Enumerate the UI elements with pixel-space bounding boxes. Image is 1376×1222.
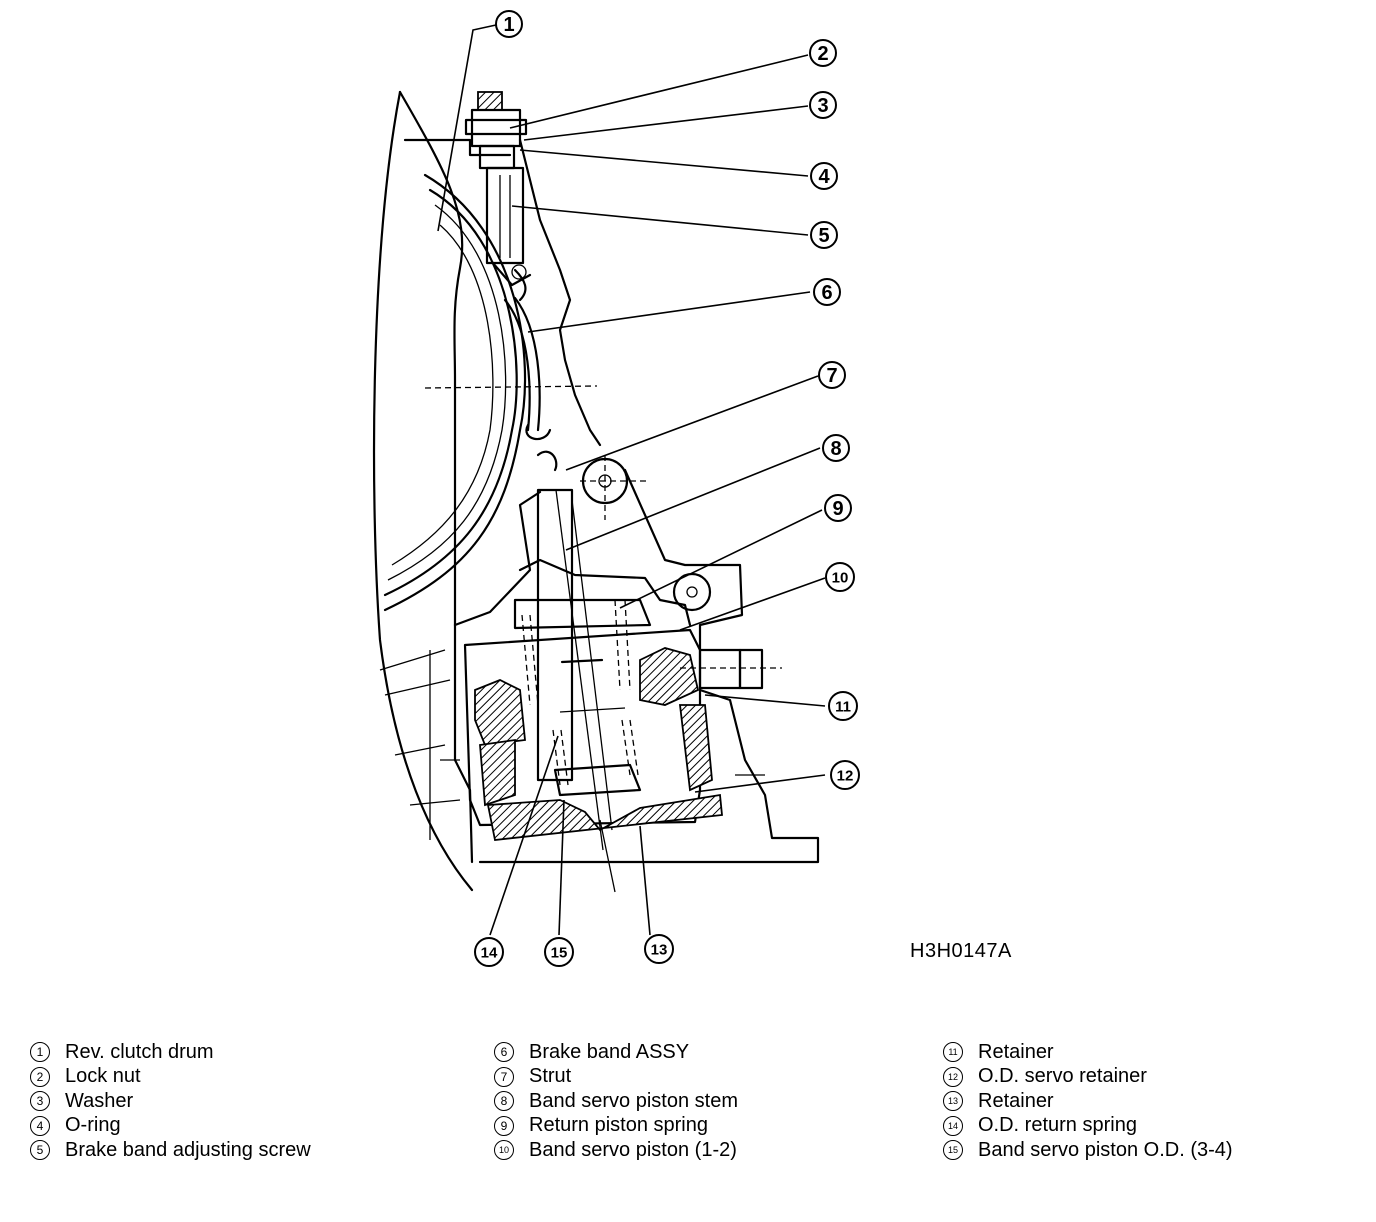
legend-number: 11 — [943, 1042, 963, 1063]
legend-number: 14 — [943, 1115, 963, 1136]
callout-8-number: 8 — [830, 438, 841, 460]
legend-label: Retainer — [978, 1040, 1054, 1063]
legend-item: 12 O.D. servo retainer — [943, 1065, 1233, 1090]
legend-item: 15 Band servo piston O.D. (3-4) — [943, 1138, 1233, 1163]
legend-item: 11 Retainer — [943, 1040, 1233, 1065]
springs — [521, 599, 639, 786]
legend-item: 1 Rev. clutch drum — [30, 1040, 311, 1065]
legend-number: 9 — [494, 1115, 514, 1136]
legend-item: 9 Return piston spring — [494, 1114, 738, 1139]
legend-number: 13 — [943, 1091, 963, 1112]
callout-6: 6 — [813, 278, 841, 306]
callout-11: 11 — [828, 691, 858, 721]
legend-item: 13 Retainer — [943, 1089, 1233, 1114]
legend-label: O.D. servo retainer — [978, 1065, 1147, 1088]
callout-7-number: 7 — [826, 365, 837, 387]
legend-number: 5 — [30, 1140, 50, 1161]
callout-1: 1 — [495, 10, 523, 38]
legend-item: 6 Brake band ASSY — [494, 1040, 738, 1065]
callout-2: 2 — [809, 39, 837, 67]
legend-label: Return piston spring — [529, 1114, 708, 1137]
callout-10: 10 — [825, 562, 855, 592]
legend-label: Band servo piston stem — [529, 1089, 738, 1112]
legend-label: Brake band adjusting screw — [65, 1138, 311, 1161]
piston-stem — [536, 488, 616, 893]
brake-band — [503, 268, 558, 472]
legend-number: 4 — [30, 1115, 50, 1136]
legend-number: 10 — [494, 1140, 514, 1161]
leader-lines — [437, 24, 826, 936]
legend-number: 7 — [494, 1066, 514, 1087]
legend-label: Strut — [529, 1065, 572, 1088]
callout-11-number: 11 — [835, 699, 851, 716]
callout-9: 9 — [824, 494, 852, 522]
legend-item: 4 O-ring — [30, 1114, 311, 1139]
legend-item: 10 Band servo piston (1-2) — [494, 1138, 738, 1163]
callout-3: 3 — [809, 91, 837, 119]
callout-4: 4 — [810, 162, 838, 190]
legend-label: Rev. clutch drum — [65, 1040, 214, 1063]
band-servo-cross-section-diagram: 1 2 3 4 5 6 7 8 9 10 11 12 — [372, 10, 860, 967]
legend-label: Lock nut — [65, 1065, 141, 1088]
legend-number: 6 — [494, 1042, 514, 1063]
retainer-bolt — [680, 648, 782, 776]
callout-8: 8 — [822, 434, 850, 462]
legend-item: 7 Strut — [494, 1065, 738, 1090]
legend-number: 1 — [30, 1042, 50, 1063]
callout-14: 14 — [474, 937, 504, 967]
callout-14-number: 14 — [481, 945, 498, 962]
legend-label: Brake band ASSY — [529, 1040, 690, 1063]
callout-2-number: 2 — [817, 43, 828, 65]
callout-4-number: 4 — [818, 166, 830, 188]
callout-9-number: 9 — [832, 498, 843, 520]
legend-label: Band servo piston (1-2) — [529, 1138, 737, 1161]
transmission-case — [372, 90, 820, 892]
legend-label: O.D. return spring — [978, 1114, 1137, 1137]
callout-12: 12 — [830, 760, 860, 790]
servo-body — [463, 558, 723, 841]
legend-item: 3 Washer — [30, 1089, 311, 1114]
callout-13: 13 — [644, 934, 674, 964]
legend-number: 12 — [943, 1066, 963, 1087]
legend-item: 14 O.D. return spring — [943, 1114, 1233, 1139]
adjusting-screw-assembly — [464, 91, 532, 287]
legend-item: 2 Lock nut — [30, 1065, 311, 1090]
legend-label: O-ring — [65, 1114, 121, 1137]
legend-label: Band servo piston O.D. (3-4) — [978, 1138, 1233, 1161]
legend-number: 3 — [30, 1091, 50, 1112]
callout-12-number: 12 — [837, 768, 854, 785]
strut-and-pivot — [580, 455, 712, 612]
legend-label: Retainer — [978, 1089, 1054, 1112]
legend-number: 2 — [30, 1066, 50, 1087]
callout-10-number: 10 — [832, 570, 849, 587]
callout-15: 15 — [544, 937, 574, 967]
callout-5: 5 — [810, 221, 838, 249]
callout-3-number: 3 — [817, 95, 828, 117]
callout-1-number: 1 — [503, 14, 514, 36]
callout-5-number: 5 — [818, 225, 829, 247]
rev-clutch-drum — [383, 173, 598, 612]
figure-code: H3H0147A — [910, 940, 1012, 962]
callout-13-number: 13 — [651, 942, 668, 959]
legend-number: 15 — [943, 1140, 963, 1161]
legend-label: Washer — [65, 1089, 134, 1112]
legend-item: 8 Band servo piston stem — [494, 1089, 738, 1114]
legend-number: 8 — [494, 1091, 514, 1112]
callout-15-number: 15 — [551, 945, 568, 962]
legend-item: 5 Brake band adjusting screw — [30, 1138, 311, 1163]
callout-7: 7 — [818, 361, 846, 389]
legend-column-1: 1 Rev. clutch drum 2 Lock nut 3 Washer 4 O-r… — [30, 1040, 311, 1163]
callout-6-number: 6 — [821, 282, 832, 304]
